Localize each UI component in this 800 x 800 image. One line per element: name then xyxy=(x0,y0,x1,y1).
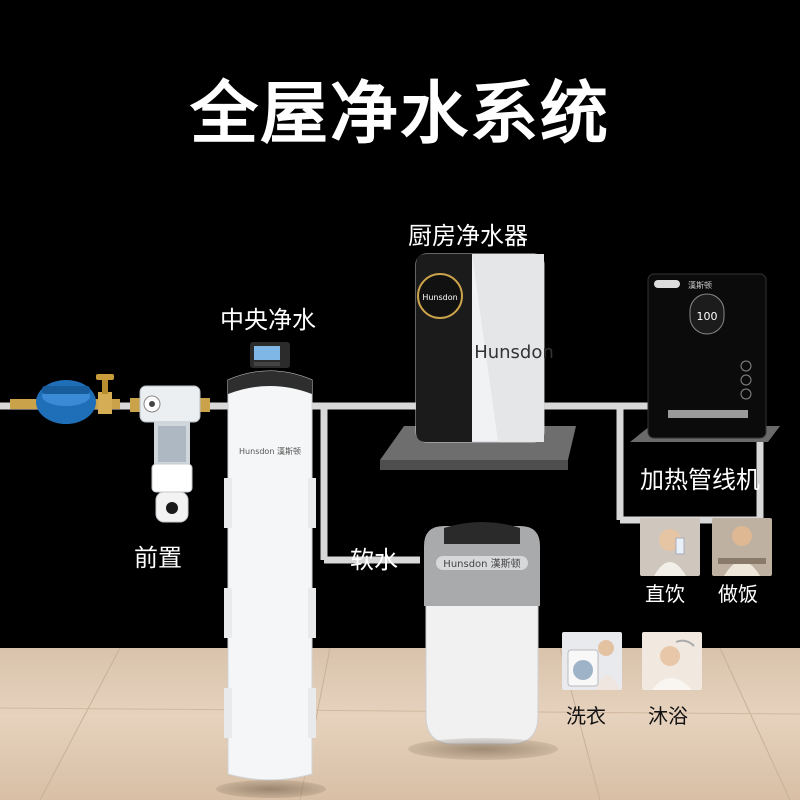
central-shadow xyxy=(216,780,326,798)
central-purifier-label: 中央净水 xyxy=(220,306,316,334)
laundry-label: 洗衣 xyxy=(566,704,606,728)
kitchen-purifier-icon: Hunsdon Hunsdon xyxy=(380,253,576,470)
softener-shadow xyxy=(408,738,558,760)
cook-label: 做饭 xyxy=(718,582,758,606)
svg-text:Hunsdon: Hunsdon xyxy=(474,342,554,363)
bath-photo xyxy=(642,632,702,690)
heater-dispenser-icon: 漢斯顿 100 xyxy=(630,273,780,442)
laundry-photo xyxy=(562,632,622,690)
svg-text:漢斯顿: 漢斯顿 xyxy=(688,280,712,290)
water-softener-icon: Hunsdon 漢斯顿 xyxy=(424,522,540,745)
svg-text:Hunsdon: Hunsdon xyxy=(422,293,457,302)
drink-label: 直饮 xyxy=(645,582,685,606)
softener-label: 软水 xyxy=(350,546,398,574)
bath-label: 沐浴 xyxy=(648,704,688,728)
page-title: 全屋净水系统 xyxy=(189,75,610,154)
water-meter-icon xyxy=(10,374,120,424)
drink-photo xyxy=(640,518,700,576)
pre-filter-label: 前置 xyxy=(134,544,182,572)
svg-text:Hunsdon 漢斯顿: Hunsdon 漢斯顿 xyxy=(443,557,520,570)
svg-text:Hunsdon 漢斯顿: Hunsdon 漢斯顿 xyxy=(239,446,301,456)
cook-photo xyxy=(712,518,772,576)
pre-filter-icon xyxy=(130,385,210,523)
kitchen-purifier-label: 厨房净水器 xyxy=(408,222,528,250)
heater-display-text: 100 xyxy=(697,310,718,323)
heater-label: 加热管线机 xyxy=(640,466,760,494)
central-purifier-icon: Hunsdon 漢斯顿 xyxy=(224,342,316,781)
